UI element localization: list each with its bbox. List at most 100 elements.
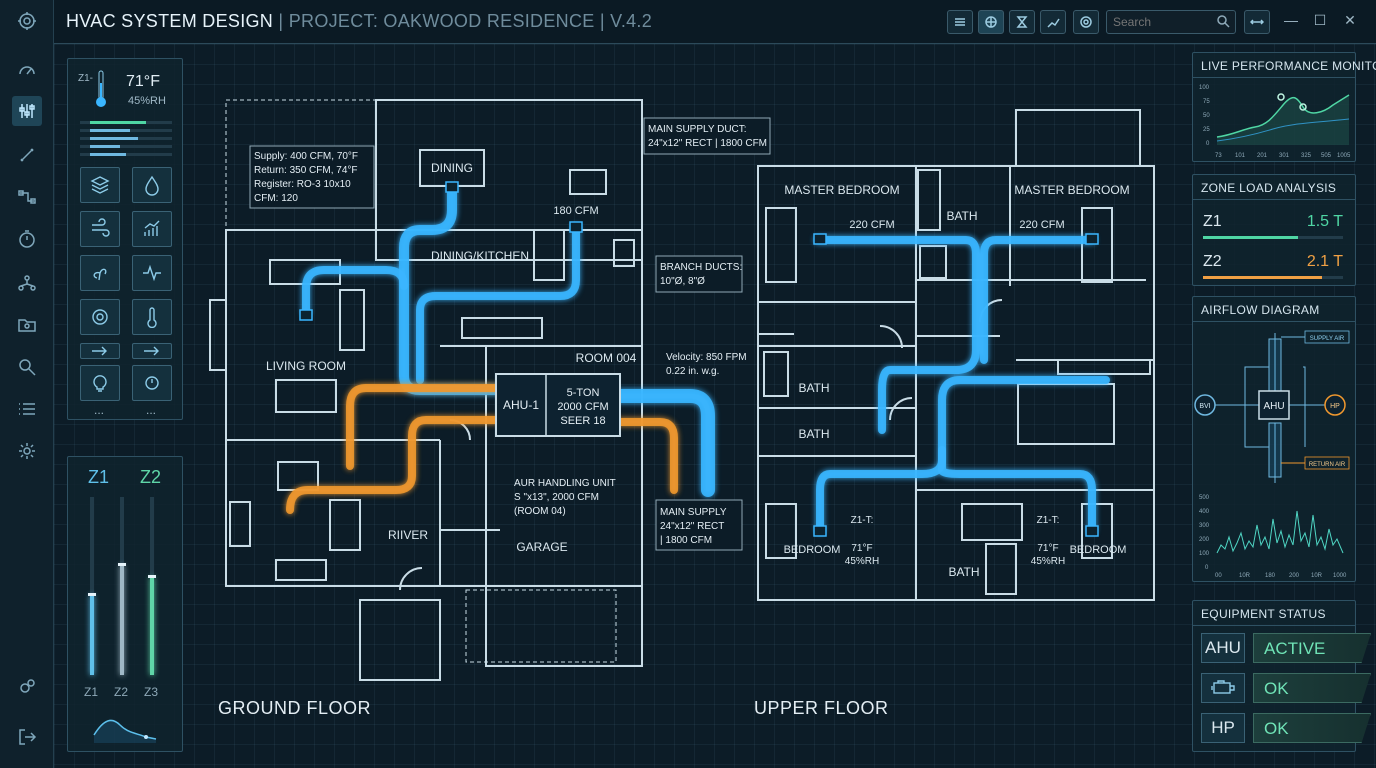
zone-load-row[interactable]: Z1 1.5 T [1199,207,1349,241]
pipe-routing-icon[interactable] [12,182,42,212]
zone-slider-handle[interactable] [118,563,126,566]
zone-sensor-text: Z1-T: [1037,515,1060,526]
y-tick: 25 [1203,127,1210,133]
search-zoom-icon[interactable] [12,352,42,382]
dashboard-gauge-icon[interactable] [12,55,42,85]
room-label: BATH [798,381,829,395]
fan-tool-button[interactable] [80,255,120,291]
ground-floor-label: GROUND FLOOR [218,698,372,718]
panel-divider [1193,77,1355,78]
y-tick: 500 [1199,495,1210,501]
zone-sensor-text: 45%RH [845,556,879,567]
ahu-unit[interactable]: AHU-1 5-TON 2000 CFM SEER 18 [495,373,621,437]
more-tools-left[interactable]: ... [94,403,105,417]
list-icon[interactable] [12,394,42,424]
pulse-icon [143,264,161,282]
logout-icon[interactable] [12,722,42,752]
x-tick: 10R [1311,573,1323,579]
power-tool-button[interactable] [132,365,172,401]
app-logo-icon[interactable] [12,6,42,36]
zone-sensor-text: 45%RH [1031,556,1065,567]
arrow-right-icon [92,346,107,356]
analytics-button[interactable] [1040,10,1066,34]
room-label: BATH [946,209,977,223]
airflow-pipes [1215,333,1325,483]
equipment-status-badge[interactable]: OK [1253,713,1371,743]
zone-bottom-label-z3: Z3 [144,685,159,699]
callout-text: MAIN SUPPLY DUCT: [648,124,747,135]
zone-sensor-text: 71°F [851,543,872,554]
equipment-status-badge[interactable]: OK [1253,673,1371,703]
zone-slider-handle[interactable] [88,593,96,596]
zone-load-row[interactable]: Z2 2.1 T [1199,247,1349,281]
expand-width-button[interactable] [1244,10,1270,34]
hp-node [1324,394,1346,416]
airflow-tool-button[interactable] [80,211,120,247]
equipment-status-badge[interactable]: ACTIVE [1253,633,1371,663]
globe-button[interactable] [978,10,1004,34]
temperature-tool-button[interactable] [132,299,172,335]
search-icon [1217,15,1230,28]
timer-icon[interactable] [12,224,42,254]
ahu-spec-1: 5-TON [567,387,600,399]
zone-slider-2[interactable] [118,497,126,675]
direction-right-button-2[interactable] [132,343,172,359]
panel-title: EQUIPMENT STATUS [1201,607,1326,621]
upper-floor-walls [757,109,1155,601]
system-gears-icon[interactable] [12,672,42,702]
callout-text: Velocity: 850 FPM [666,352,747,363]
direction-right-button[interactable] [80,343,120,359]
settings-button[interactable] [1073,10,1099,34]
panel-divider [1193,199,1355,200]
cog-icon [92,309,108,325]
airflow-diagram-panel: AIRFLOW DIAGRAM AHU BVI HP SUPPLY AIR RE… [1192,296,1356,582]
trend-tool-button[interactable] [132,211,172,247]
y-axis-ticks: 100 75 50 25 0 [1199,85,1210,147]
more-tools-right[interactable]: ... [146,403,157,417]
thermo-humidity: 45%RH [128,95,166,107]
settings-gear-icon[interactable] [12,436,42,466]
y-tick: 400 [1199,509,1210,515]
airflow-x-ticks: 00 10R 180 200 10R 1000 [1215,573,1347,579]
minimize-button[interactable]: — [1284,12,1298,28]
config-tool-button[interactable] [80,299,120,335]
y-tick: 0 [1205,565,1209,571]
zone-sliders-panel: Z1 Z2 Z1 Z2 Z3 [67,456,183,752]
filter-sliders-button[interactable] [947,10,973,34]
gear-icon [1080,16,1092,28]
folder-settings-icon[interactable] [12,310,42,340]
humidity-tool-button[interactable] [132,167,172,203]
callout-text: (ROOM 04) [514,506,566,517]
duct-tool-icon[interactable] [12,140,42,170]
airflow-y-ticks: 500 400 300 200 100 0 [1199,495,1210,571]
pulse-tool-button[interactable] [132,255,172,291]
callout-text: 24"x12" RECT | 1800 CFM [648,138,767,149]
room-cfm: 180 CFM [553,205,598,217]
engine-icon [1211,680,1235,694]
x-tick: 00 [1215,573,1222,579]
close-button[interactable]: ✕ [1344,12,1356,28]
mini-curve-graph [93,719,157,743]
ahu-node [1258,390,1290,420]
return-ducts [286,384,678,514]
layers-tool-button[interactable] [80,167,120,203]
zone-slider-3[interactable] [148,497,156,675]
equalizer-controls-icon[interactable] [12,96,42,126]
search-input[interactable] [1106,10,1236,34]
lighting-tool-button[interactable] [80,365,120,401]
zone-load-panel: ZONE LOAD ANALYSIS Z1 1.5 T Z2 2.1 T [1192,174,1356,286]
network-nodes-icon[interactable] [12,268,42,298]
room-label: BEDROOM [1070,544,1127,556]
callout-text: AUR HANDLING UNIT [514,478,616,489]
zone-top-label-z2: Z2 [140,467,162,487]
room-label: RIIVER [388,528,428,542]
maximize-button[interactable]: ☐ [1313,12,1327,28]
callout-text: 24"x12" RECT [660,521,724,532]
zone-slider-1[interactable] [88,497,96,675]
hourglass-button[interactable] [1009,10,1035,34]
floor-plan-canvas[interactable]: AHU-1 5-TON 2000 CFM SEER 18 DINING 180 … [190,90,1190,730]
temperature-icon [147,307,157,328]
zone-slider-handle[interactable] [148,575,156,578]
equipment-label: AHU [1201,633,1245,663]
